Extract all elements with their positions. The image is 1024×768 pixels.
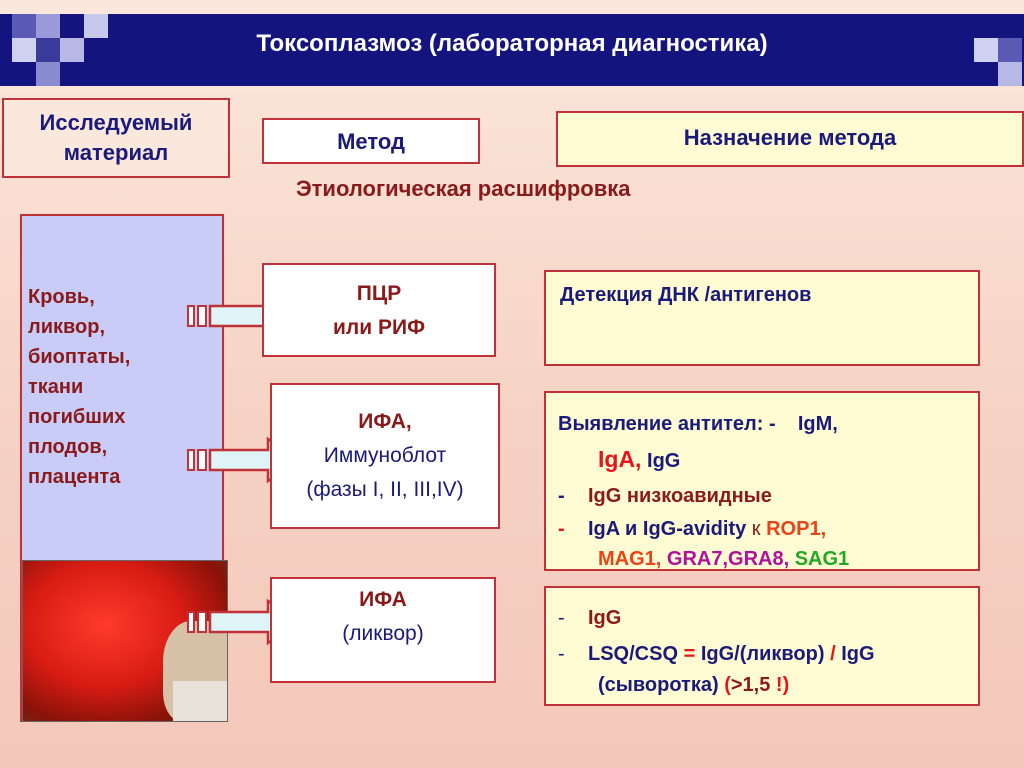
material-line: биоптаты, <box>28 346 131 368</box>
material-line: ткани <box>28 376 84 398</box>
method-line: ИФА, <box>358 410 412 433</box>
purpose-ab-line5: MAG1, GRA7,GRA8, SAG1 <box>598 548 850 570</box>
infant-photo <box>22 560 228 722</box>
purpose-box-csf: -IgG -LSQ/CSQ = IgG/(ликвор) / IgG (сыво… <box>544 586 980 706</box>
purpose-box-dna: Детекция ДНК /антигенов <box>544 270 980 366</box>
purpose-csf-line2: -LSQ/CSQ = IgG/(ликвор) / IgG <box>558 643 875 665</box>
subtitle: Этиологическая расшифровка <box>296 176 631 201</box>
method-line: Иммуноблот <box>323 444 447 467</box>
header-material-line2: материал <box>63 140 169 165</box>
purpose-dna-text: Детекция ДНК /антигенов <box>560 284 812 306</box>
purpose-ab-line3: -IgG низкоавидные <box>558 485 772 507</box>
material-list: Кровь, ликвор, биоптаты, ткани погибших … <box>28 282 218 492</box>
purpose-ab-line2: IgA, IgG <box>598 446 681 472</box>
purpose-csf-line3: (сыворотка) (>1,5 !) <box>598 674 790 696</box>
decor-squares-right <box>966 30 1024 90</box>
header-purpose: Назначение метода <box>556 111 1024 167</box>
method-box-ifa: ИФА, Иммуноблот (фазы I, II, III,IV) <box>270 383 500 529</box>
title-bar <box>0 14 1024 86</box>
method-line: ИФА <box>359 588 407 611</box>
method-line: или РИФ <box>332 316 426 339</box>
purpose-csf-line1: -IgG <box>558 607 622 629</box>
header-material-line1: Исследуемый <box>39 110 193 135</box>
material-line: погибших <box>28 406 126 428</box>
header-method: Метод <box>262 118 480 164</box>
header-material: Исследуемый материал <box>2 98 230 178</box>
purpose-ab-line4: -IgA и IgG-avidity к ROP1, <box>558 518 827 540</box>
material-line: ликвор, <box>28 316 106 338</box>
method-box-pcr: ПЦР или РИФ <box>262 263 496 357</box>
page-title: Токсоплазмоз (лабораторная диагностика) <box>256 30 768 57</box>
purpose-box-antibodies: Выявление антител: - IgM, IgA, IgG -IgG … <box>544 391 980 571</box>
material-line: плацента <box>28 466 121 488</box>
purpose-ab-line1: Выявление антител: - IgM, <box>558 413 838 435</box>
method-line: (фазы I, II, III,IV) <box>306 478 464 501</box>
method-box-ifa-csf: ИФА (ликвор) <box>270 577 496 683</box>
material-line: плодов, <box>28 436 108 458</box>
method-line: (ликвор) <box>342 622 424 645</box>
method-line: ПЦР <box>356 282 402 305</box>
material-line: Кровь, <box>28 286 95 308</box>
decor-squares-left <box>0 0 120 90</box>
